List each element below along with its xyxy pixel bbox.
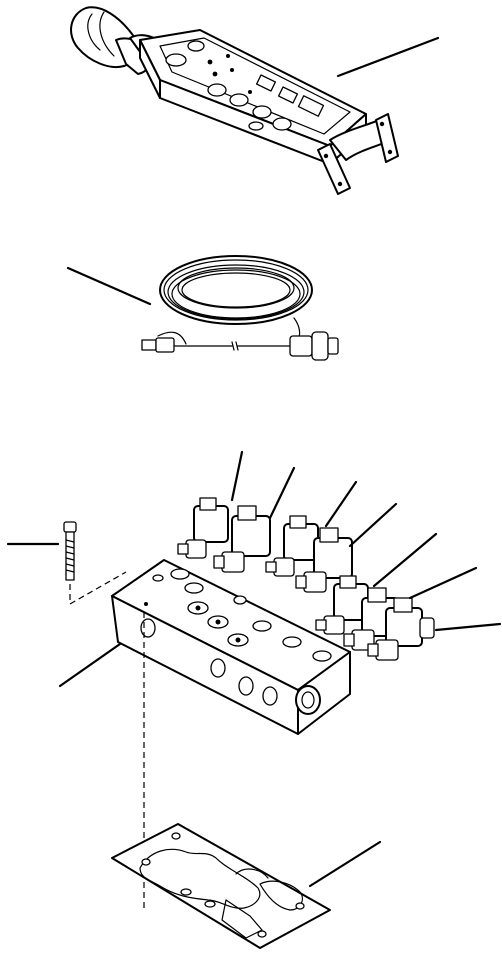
control-panel-buttons [165,40,325,131]
solenoid-valve-3 [265,515,319,577]
solenoid-valve-7 [367,597,435,661]
connector-right-icon [289,331,339,361]
callout-leader-gasket [308,840,382,888]
callout-leader-solenoid-6 [408,566,478,600]
bolt-icon [63,521,77,581]
callout-leader-solenoid-7 [434,622,502,632]
callout-leader-solenoid-2 [268,466,296,520]
solenoid-valve-1 [177,497,229,559]
manifold-ports [144,568,332,662]
mounting-gasket [111,823,382,949]
callout-leader-solenoid-3 [324,480,358,528]
solenoid-valve-2 [213,505,271,573]
callout-leader-harness [66,266,152,306]
callout-leader-manifold [58,642,122,688]
callout-leader-solenoid-5 [372,532,438,588]
wiring-harness [66,255,339,361]
callout-leader-solenoid-1 [230,450,244,502]
solenoid-valve-5 [315,575,369,635]
gasket-icon [111,823,331,949]
solenoid-valve-4 [295,527,353,593]
callout-leader-joystick [336,36,440,78]
joystick-control-unit [70,6,440,195]
connector-left-icon [141,337,175,353]
solenoid-valves [177,450,502,661]
cable-coil-icon [159,255,313,325]
callout-leader-solenoid-4 [348,502,398,548]
mounting-bracket-icon [317,113,399,195]
